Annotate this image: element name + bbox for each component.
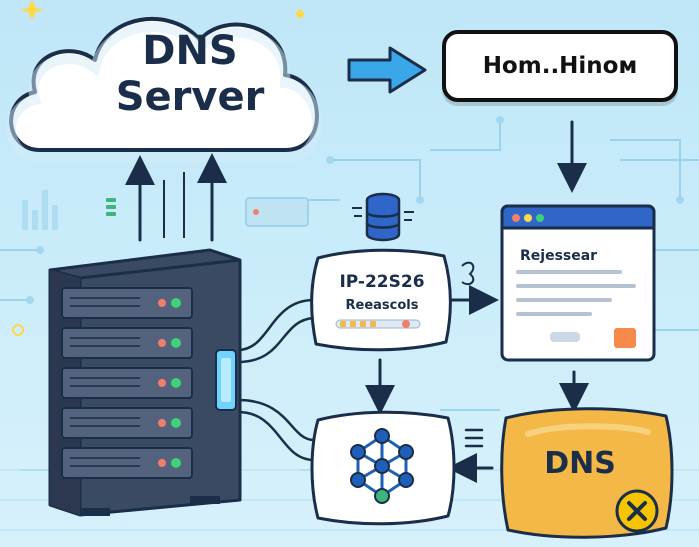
hostname-box: Hom..Hinoм <box>442 30 678 102</box>
window-min-dot <box>524 214 532 222</box>
ip-pillow <box>310 248 452 352</box>
close-badge-icon <box>615 489 659 533</box>
window-max-dot <box>536 214 544 222</box>
dns-pillow-label: DNS <box>544 446 616 481</box>
cloud-title-line2: Server <box>115 74 265 120</box>
network-graph-icon <box>350 428 414 504</box>
cloud-title-line1: DNS <box>142 28 238 74</box>
server-rack-icon <box>48 248 242 517</box>
window-close-dot <box>512 214 520 222</box>
sparkle-icon <box>20 0 44 20</box>
database-icon <box>352 192 414 242</box>
cloud-title: DNS Server <box>60 28 320 120</box>
ip-pillow-title: IP-22S26 <box>339 272 425 292</box>
right-arrow-icon <box>347 46 427 94</box>
browser-window <box>500 204 656 362</box>
network-pillow <box>310 410 456 526</box>
browser-title: Rejessear <box>520 248 598 264</box>
cloud-icon <box>6 17 322 163</box>
ip-pillow-subtitle: Reeascols <box>345 298 419 313</box>
